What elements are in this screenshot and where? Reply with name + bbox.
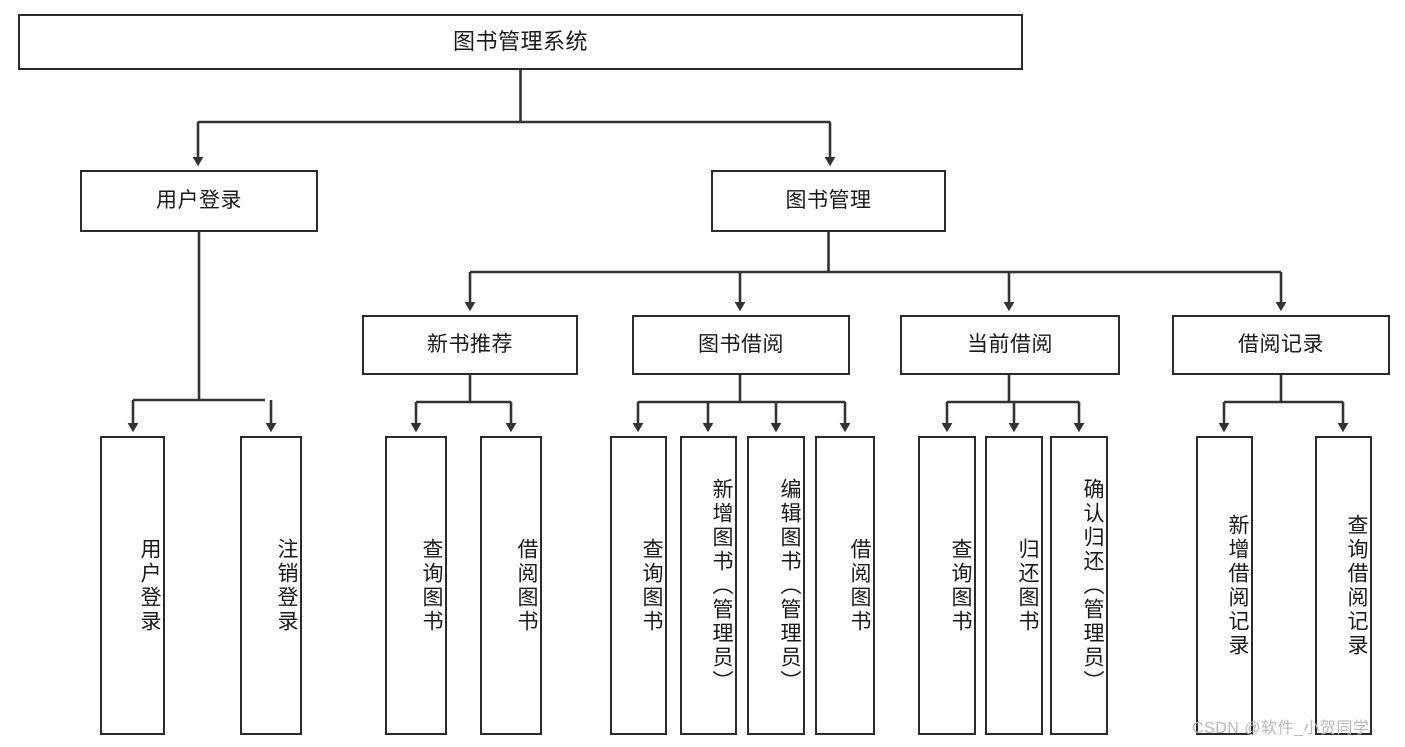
leaf-confirm-return-admin[interactable]: 确认归还（管理员） xyxy=(1050,436,1108,735)
leaf-label: 确认归还（管理员） xyxy=(1081,477,1104,694)
leaf-borrow-book[interactable]: 借阅图书 xyxy=(815,436,875,735)
leaf-label: 借阅图书 xyxy=(515,537,538,634)
leaf-label: 查询图书 xyxy=(420,537,443,634)
leaf-user-login[interactable]: 用户登录 xyxy=(100,436,165,735)
leaf-query-book-recommend[interactable]: 查询图书 xyxy=(385,436,447,735)
node-book-management[interactable]: 图书管理 xyxy=(711,170,946,232)
leaf-query-borrow-record[interactable]: 查询借阅记录 xyxy=(1315,436,1372,735)
leaf-label: 查询图书 xyxy=(640,537,663,634)
leaf-borrow-book-recommend[interactable]: 借阅图书 xyxy=(480,436,542,735)
node-root-system[interactable]: 图书管理系统 xyxy=(18,14,1023,70)
leaf-label: 注销登录 xyxy=(275,537,298,634)
node-borrow-records[interactable]: 借阅记录 xyxy=(1172,315,1390,375)
leaf-query-book-borrow[interactable]: 查询图书 xyxy=(610,436,667,735)
leaf-label: 查询借阅记录 xyxy=(1345,513,1368,658)
node-current-borrow[interactable]: 当前借阅 xyxy=(900,315,1120,375)
leaf-edit-book-admin[interactable]: 编辑图书（管理员） xyxy=(747,436,805,735)
leaf-return-book[interactable]: 归还图书 xyxy=(985,436,1043,735)
leaf-logout-login[interactable]: 注销登录 xyxy=(240,436,302,735)
leaf-label: 新增图书（管理员） xyxy=(710,477,733,694)
leaf-label: 用户登录 xyxy=(138,537,161,634)
leaf-label: 归还图书 xyxy=(1016,537,1039,634)
leaf-label: 查询图书 xyxy=(949,537,972,634)
leaf-label: 借阅图书 xyxy=(848,537,871,634)
node-new-book-recommend[interactable]: 新书推荐 xyxy=(362,315,578,375)
node-user-login[interactable]: 用户登录 xyxy=(80,170,318,232)
leaf-add-book-admin[interactable]: 新增图书（管理员） xyxy=(680,436,737,735)
leaf-label: 新增借阅记录 xyxy=(1226,513,1249,658)
csdn-watermark: CSDN @软件_小贺同学 xyxy=(1192,720,1370,737)
leaf-add-borrow-record[interactable]: 新增借阅记录 xyxy=(1196,436,1253,735)
node-book-borrow[interactable]: 图书借阅 xyxy=(632,315,850,375)
leaf-query-book-current[interactable]: 查询图书 xyxy=(918,436,976,735)
leaf-label: 编辑图书（管理员） xyxy=(778,477,801,694)
